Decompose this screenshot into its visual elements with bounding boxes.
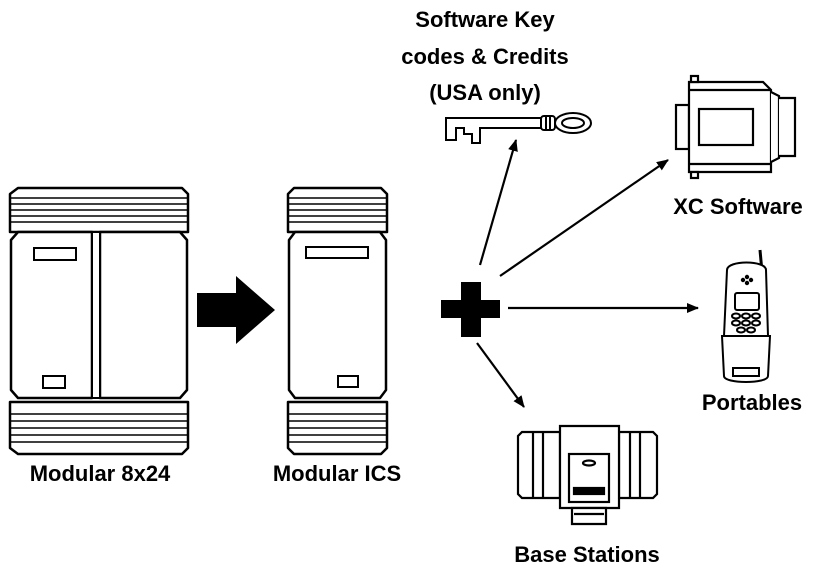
label-portables: Portables — [702, 390, 802, 415]
arrow-right-icon — [197, 276, 275, 344]
label-base-stations: Base Stations — [514, 542, 660, 567]
label-software-key-line3: (USA only) — [429, 80, 541, 105]
cartridge-icon — [674, 74, 797, 180]
arrow-to-software-key — [478, 139, 518, 266]
modular-8x24-cabinet — [8, 186, 190, 456]
arrow-to-base-stations — [476, 342, 525, 408]
arrow-to-xc-software — [499, 159, 669, 277]
key-icon — [445, 112, 592, 144]
plus-icon — [441, 282, 500, 337]
base-station-icon — [516, 424, 659, 526]
label-modular-ics: Modular ICS — [273, 461, 401, 486]
label-software-key-line2: codes & Credits — [401, 44, 569, 69]
portable-phone-icon — [720, 249, 772, 383]
label-modular-8x24: Modular 8x24 — [30, 461, 171, 486]
label-xc-software: XC Software — [673, 194, 803, 219]
modular-ics-cabinet — [286, 186, 389, 456]
label-software-key-line1: Software Key — [415, 7, 555, 32]
